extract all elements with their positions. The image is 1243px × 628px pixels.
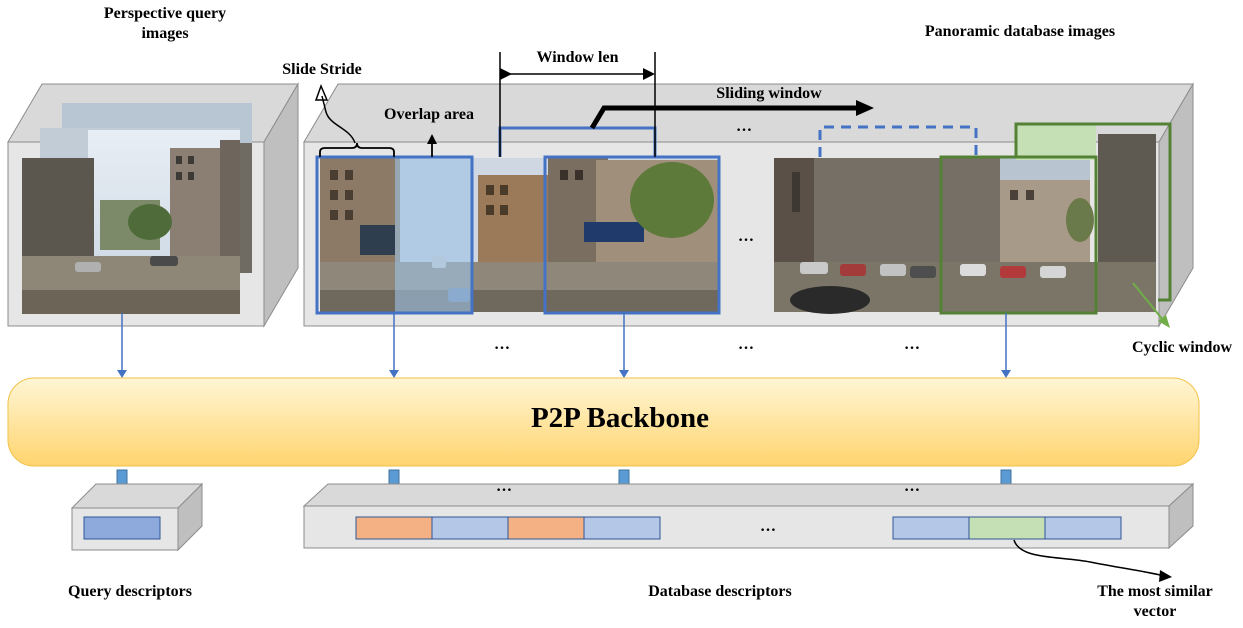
cyclic-window [939,155,1098,315]
sliding-window-label: Sliding window [716,85,822,102]
query-descriptor-box [70,482,204,552]
sliding-window-arrow [589,105,858,130]
descriptor-cell-blue [583,516,661,540]
database-descriptor-cells [355,516,1122,540]
slide-stride-arrow [321,95,356,144]
input-arrows [121,313,1007,374]
backbone-label: P2P Backbone [530,402,710,434]
descriptor-cell-blue [892,516,970,540]
panorama-segment-left [320,158,718,312]
database-descriptors-label: Database descriptors [648,583,792,600]
query-image-stack [22,103,252,314]
database-descriptor-box [302,482,1195,550]
ellipsis-descriptor-mid: … [760,518,777,535]
most-similar-label: The most similar vector [1097,583,1213,620]
descriptor-cell-orange [355,516,433,540]
descriptor-cell-blue [431,516,509,540]
overlap-area [395,158,472,312]
window-len-label: Window len [536,49,619,66]
window-dashed [818,125,978,157]
descriptor-cell-blue [1044,516,1122,540]
query-images-label: Perspective query images [103,5,227,42]
cyclic-window-top [1014,122,1172,302]
cyclic-window-label: Cyclic window [1132,339,1232,356]
ellipsis-below-3: … [904,336,921,353]
query-descriptors-label: Query descriptors [68,583,192,600]
window-3 [543,155,721,315]
p2p-backbone [7,377,1200,467]
cyclic-window-wrap-fill [1016,124,1096,160]
panorama-segment-right [774,134,1156,314]
query-descriptor-vector [83,516,161,540]
ellipsis-descriptor-top-1: … [496,478,513,495]
descriptor-cell-orange [507,516,585,540]
most-similar-arrow [1013,539,1165,577]
cyclic-window-arrow [1132,282,1164,321]
ellipsis-panorama-top: … [736,118,753,135]
database-images-label: Panoramic database images [924,23,1116,40]
ellipsis-descriptor-top-2: … [904,478,921,495]
slide-stride-brace [319,142,395,157]
ellipsis-below-2: … [738,336,755,353]
ellipsis-panorama-mid: … [738,228,755,245]
slide-stride-label: Slide Stride [282,61,362,78]
descriptor-cell-green [968,516,1046,540]
ellipsis-below-1: … [494,336,511,353]
overlap-area-label: Overlap area [384,106,474,123]
